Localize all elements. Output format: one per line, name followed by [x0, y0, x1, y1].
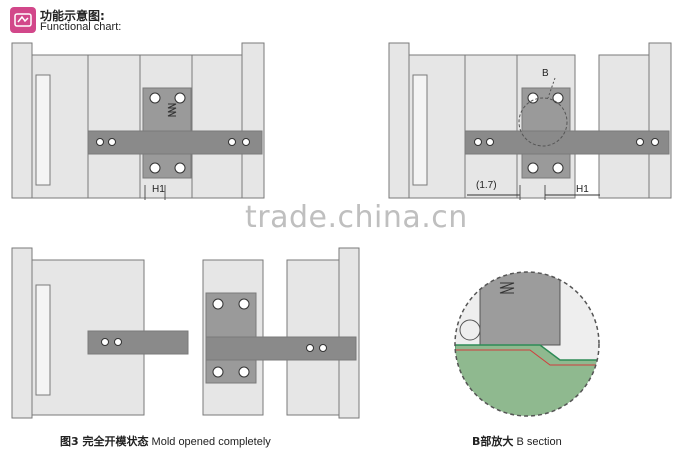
figure-1-h-label: H1 — [152, 184, 165, 195]
figure-2-h-label: H1 — [576, 184, 589, 195]
figure-2-dim-label: (1.7) — [476, 180, 497, 191]
header-subtitle: Functional chart: — [40, 21, 122, 33]
figure-3-opened — [11, 247, 360, 419]
logo-mark-icon — [14, 12, 32, 28]
figure-1-closed — [11, 42, 265, 199]
figure-3-caption: 图3 完全开模状态 Mold opened completely — [60, 435, 271, 448]
figure-1-screws — [96, 92, 250, 174]
figure-4-caption: B部放大 B section — [472, 435, 562, 448]
figure-2-parting — [388, 42, 672, 199]
figure-1-spring-icon — [167, 103, 177, 117]
watermark: trade.china.cn — [245, 200, 468, 235]
figure-2-detail-circle — [518, 97, 568, 147]
header-title: 功能示意图: — [40, 9, 105, 23]
figure-2-b-label: B — [542, 68, 549, 79]
brand-logo-icon — [10, 7, 36, 33]
figure-4-detail — [454, 271, 600, 417]
figure-3-screws — [101, 298, 327, 378]
figure-2-screws — [474, 92, 659, 174]
